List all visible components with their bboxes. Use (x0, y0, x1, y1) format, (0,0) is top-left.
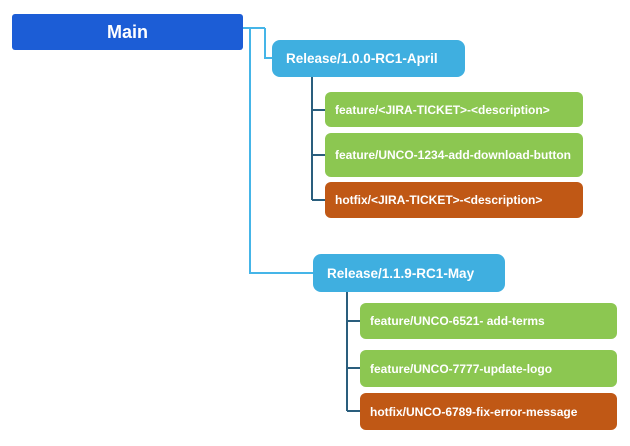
node-feature-unco-1234-add-download-button: feature/UNCO-1234-add-download-button (325, 133, 583, 177)
node-hotfix-unco-6789-fix-error-message: hotfix/UNCO-6789-fix-error-message (360, 393, 617, 430)
node-release-1.0.0-rc1-april: Release/1.0.0-RC1-April (272, 40, 465, 77)
node-feature-unco-7777-update-logo: feature/UNCO-7777-update-logo (360, 350, 617, 387)
release2-children-connectors (346, 292, 360, 412)
node-hotfix-jira-ticket-template: hotfix/<JIRA-TICKET>-<description> (325, 182, 583, 218)
release1-children-connectors (311, 77, 325, 201)
node-release-1.1.9-rc1-may: Release/1.1.9-RC1-May (313, 254, 505, 292)
node-feature-unco-6521-add-terms: feature/UNCO-6521- add-terms (360, 303, 617, 339)
node-feature-jira-ticket-template: feature/<JIRA-TICKET>-<description> (325, 92, 583, 127)
node-main-branch: Main (12, 14, 243, 50)
